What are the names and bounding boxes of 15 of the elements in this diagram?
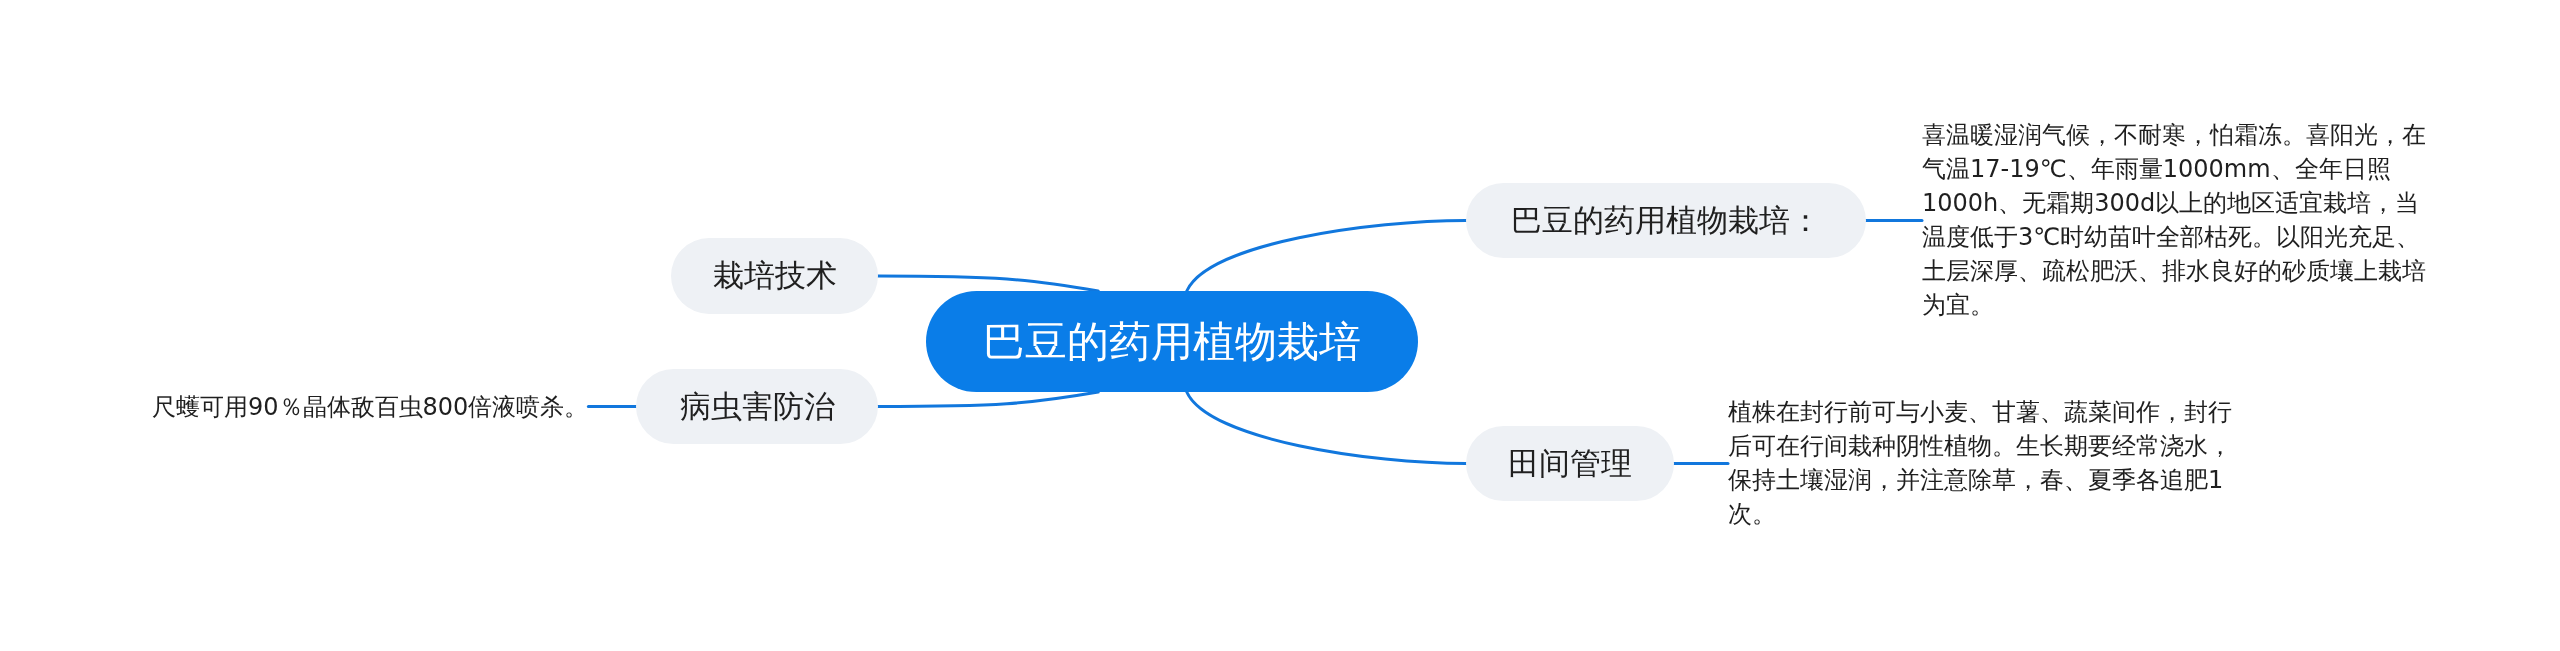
note-text: 植株在封行前可与小麦、甘薯、蔬菜间作，封行后可在行间栽种阴性植物。生长期要经常浇水，保持土壤湿润，并注意除草，春、夏季各追肥1次。 xyxy=(1728,395,2248,531)
branch-line xyxy=(1864,219,1924,222)
note-text: 喜温暖湿润气候，不耐寒，怕霜冻。喜阳光，在气温17-19℃、年雨量1000mm、全年日照1000h、无霜期300d以上的地区适宜栽培，当温度低于3℃时幼苗叶全部枯死。以阳光充足、土层深厚、疏松肥沃、排水良好的砂质壤上栽培为宜。 xyxy=(1922,118,2442,322)
subtopic: 田间管理 xyxy=(1466,426,1674,501)
branch-line xyxy=(1672,462,1730,465)
subtopic: 巴豆的药用植物栽培： xyxy=(1466,183,1866,258)
central-topic: 巴豆的药用植物栽培 xyxy=(926,291,1418,392)
subtopic: 病虫害防治 xyxy=(636,369,878,444)
branch-line xyxy=(586,405,638,408)
note-text: 尺蠖可用90％晶体敌百虫800倍液喷杀。 xyxy=(152,390,589,424)
branch-line xyxy=(1185,219,1468,293)
branch-line xyxy=(1185,390,1468,465)
branch-line xyxy=(876,390,1100,408)
branch-line xyxy=(876,274,1100,293)
subtopic: 栽培技术 xyxy=(671,238,878,314)
